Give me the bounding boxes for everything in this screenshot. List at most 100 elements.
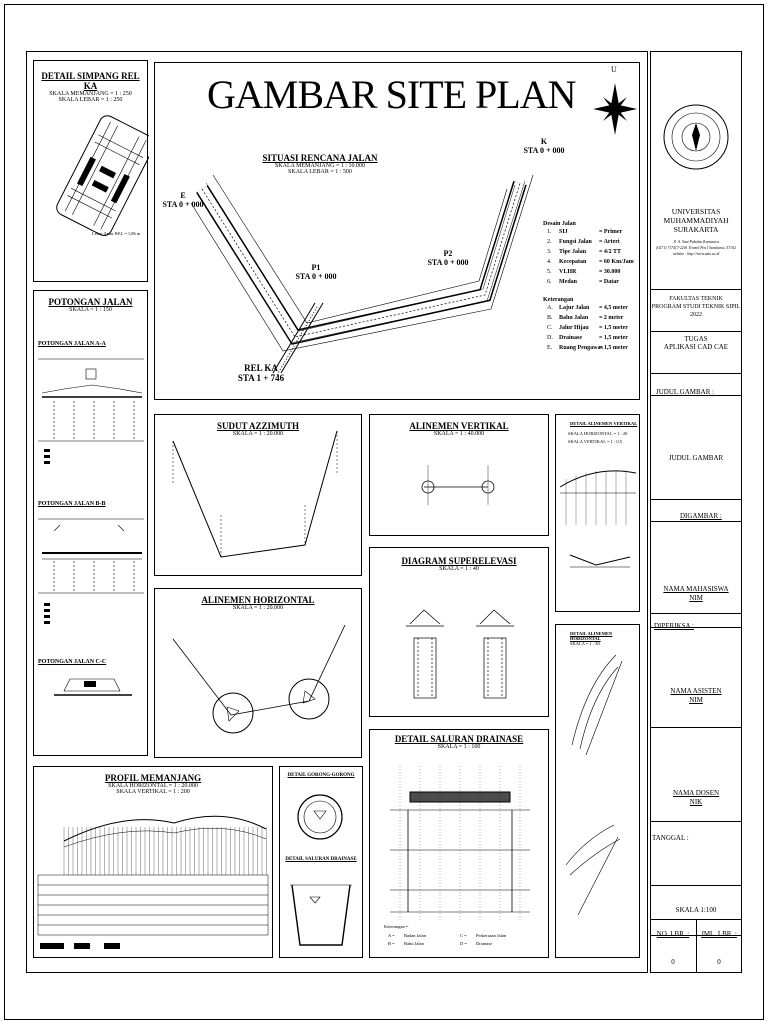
panel-alinemen-horizontal: ALINEMEN HORIZONTAL SKALA = 1 : 20.000 (154, 588, 362, 758)
point-e-name: E (180, 191, 186, 200)
situasi-scale-wide: SKALA LEBAR = 1 : 500 (288, 169, 352, 175)
profil-scale-h: SKALA HORIZONTAL = 1 : 20.000 (108, 783, 198, 789)
desain-value-1: = Primer (599, 229, 623, 235)
superelevasi-scale: SKALA = 1 : 40 (439, 566, 479, 572)
panel-gorong-gorong: DETAIL GORONG-GORONG DETAIL SALURAN DRAI… (279, 766, 363, 958)
point-p2-name: P2 (443, 249, 453, 258)
azimuth-scale: SKALA = 1 : 20.000 (232, 431, 284, 437)
desain-label-5: VLHR (559, 269, 577, 275)
desain-value-2: = Arteri (599, 239, 620, 245)
vertikal-drawing (421, 465, 495, 505)
drainase-legend-c-val: Perkerasan Jalan (476, 933, 507, 938)
nik-dosen: NIK (689, 798, 703, 806)
drainase-legend-d-key: D = (460, 941, 467, 946)
detail-v-title: DETAIL ALINEMEN VERTIKAL (570, 421, 638, 426)
desain-heading: Desain Jalan (543, 221, 576, 227)
drainase-keterangan: Keterangan = (384, 924, 409, 929)
drainase-legend-d-val: Drainase (476, 941, 492, 946)
potongan-title: POTONGAN JALAN (48, 297, 133, 307)
horizontal-drawing (172, 624, 346, 734)
jml-lbr-value: 0 (717, 958, 721, 966)
diperiksa-label: DIPERIKSA : (654, 622, 694, 630)
desain-label-3: Tipe Jalan (559, 249, 587, 255)
tanggal-label: TANGGAL : (652, 834, 689, 842)
nim-mahasiswa: NIM (689, 594, 703, 602)
ket-no-3: C. (547, 325, 553, 331)
profil-title: PROFIL MEMANJANG (104, 773, 202, 783)
drainase-legend-a-val: Badan Jalan (404, 933, 426, 938)
situasi-scale-long: SKALA MEMANJANG = 1 : 10.000 (274, 163, 366, 169)
skala-label: SKALA 1:100 (675, 906, 717, 914)
univ-line-1: UNIVERSITAS (671, 207, 721, 216)
point-relka-sta: STA 1 + 746 (237, 373, 285, 383)
panel-site-plan: GAMBAR SITE PLAN U (154, 62, 640, 400)
fakultas-line-3: 2022 (690, 312, 702, 318)
superelevasi-title: DIAGRAM SUPERELEVASI (401, 556, 517, 566)
panel-saluran-drainase: DETAIL SALURAN DRAINASE SKALA = 1 : 100 … (369, 729, 549, 958)
ket-no-1: A. (547, 305, 553, 311)
judul-label: JUDUL GAMBAR : (656, 388, 715, 396)
univ-address-1: Jl. A. Yani Pabelan Kartasura (673, 240, 719, 244)
desain-value-5: = 30.000 (599, 269, 621, 275)
vertikal-title: ALINEMEN VERTIKAL (409, 421, 509, 431)
detail-v-scale-v: SKALA VERTIKAL = 1 : 0,5 (568, 439, 623, 444)
tugas-line-2: APLIKASI CAD CAE (663, 343, 729, 351)
point-p1-sta: STA 0 + 000 (295, 272, 337, 281)
ket-label-1: Lajur Jalan (559, 305, 590, 311)
simpang-title: DETAIL SIMPANG REL KA (41, 71, 140, 91)
panel-sudut-azimuth: SUDUT AZZIMUTH SKALA = 1 : 20.000 (154, 414, 362, 576)
gorong-drawing (290, 794, 352, 946)
gorong-title: DETAIL GORONG-GORONG (287, 773, 355, 778)
horizontal-title: ALINEMEN HORIZONTAL (201, 595, 315, 605)
desain-label-2: Fungsi Jalan (559, 239, 592, 245)
desain-label-1: SIJ (559, 229, 568, 235)
point-e-sta: STA 0 + 000 (162, 200, 204, 209)
point-relka-name: REL KA (244, 363, 278, 373)
simpang-scale-wide: SKALA LEBAR = 1 : 250 (58, 97, 123, 103)
ket-label-3: Jalur Hijau (559, 325, 589, 331)
drainase-legend-c-key: C = (460, 933, 467, 938)
desain-value-6: = Datar (599, 279, 619, 285)
jml-lbr-label: JML. LBR. : (701, 930, 737, 938)
ket-value-3: = 1,5 meter (599, 325, 628, 331)
horizontal-scale: SKALA = 1 : 20.000 (232, 605, 284, 611)
point-k-name: K (540, 137, 548, 146)
nama-mahasiswa: NAMA MAHASISWA (663, 585, 729, 593)
north-letter: U (611, 65, 617, 74)
potongan-a-label: POTONGAN JALAN A-A (38, 341, 106, 347)
ket-no-2: B. (547, 315, 553, 321)
simpang-scale-long: SKALA MEMANJANG = 1 : 250 (49, 91, 132, 97)
point-p1-name: P1 (311, 263, 321, 272)
potongan-scale: SKALA = 1 : 150 (69, 307, 112, 313)
panel-alinemen-vertikal: ALINEMEN VERTIKAL SKALA = 1 : 40.000 (369, 414, 549, 536)
potongan-c-label: POTONGAN JALAN C-C (38, 659, 107, 665)
nama-asisten: NAMA ASISTEN (670, 687, 722, 695)
panel-profil-memanjang: PROFIL MEMANJANG SKALA HORIZONTAL = 1 : … (33, 766, 273, 958)
azimuth-drawing (172, 430, 338, 558)
ket-value-1: = 4,5 meter (599, 305, 628, 311)
univ-address-3: website : http://www.ums.ac.id (672, 252, 720, 256)
nim-asisten: NIM (689, 696, 703, 704)
drainase-legend-b-key: B = (388, 941, 395, 946)
vertikal-scale: SKALA = 1 : 40.000 (433, 431, 485, 437)
univ-line-2: MUHAMMADIYAH (663, 216, 729, 225)
ket-value-5: = 1,5 meter (599, 345, 628, 351)
judul-value: JUDUL GAMBAR (668, 454, 724, 462)
ket-label-4: Drainase (559, 335, 582, 341)
potongan-drawings (38, 358, 144, 696)
ket-value-4: = 1,5 meter (599, 335, 628, 341)
keterangan-heading: Keterangan (543, 297, 574, 303)
ket-label-2: Bahu Jalan (559, 315, 589, 321)
drainase-scale: SKALA = 1 : 100 (437, 744, 481, 750)
nama-dosen: NAMA DOSEN (672, 789, 720, 797)
panel-simpang-rel: DETAIL SIMPANG REL KA SKALA MEMANJANG = … (33, 60, 149, 282)
point-p2-sta: STA 0 + 000 (427, 258, 469, 267)
desain-no-4: 4. (547, 259, 552, 265)
site-plan-drawing (190, 83, 637, 376)
desain-value-3: = 4/2 TT (599, 249, 621, 255)
panel-detail-vertikal: DETAIL ALINEMEN VERTIKAL SKALA HORIZONTA… (555, 414, 640, 612)
point-k-sta: STA 0 + 000 (523, 146, 565, 155)
desain-label-6: Medan (559, 279, 577, 285)
panel-potongan-jalan: POTONGAN JALAN SKALA = 1 : 150 POTONGAN … (33, 290, 148, 756)
ket-no-4: D. (547, 335, 553, 341)
